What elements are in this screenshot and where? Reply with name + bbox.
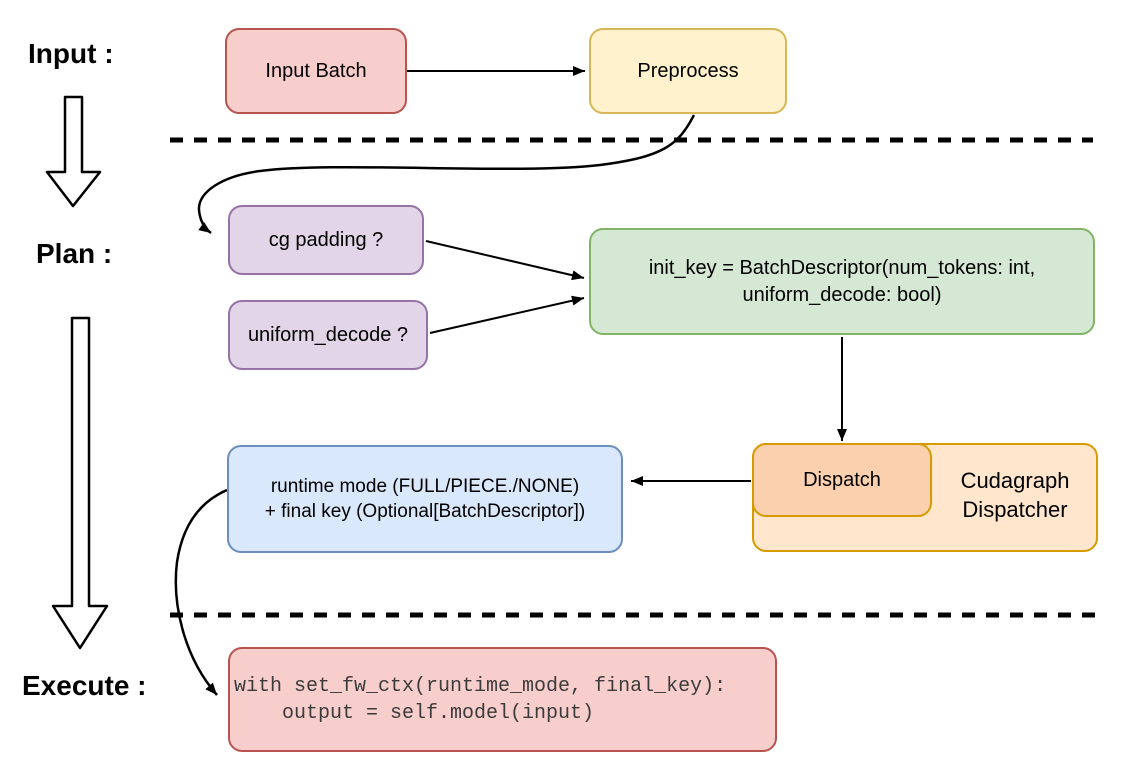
node-runtime-mode: runtime mode (FULL/PIECE./NONE) + final …: [227, 445, 623, 553]
node-dispatch: Dispatch: [752, 443, 932, 517]
node-preprocess: Preprocess: [589, 28, 787, 114]
node-init-key-line1: init_key = BatchDescriptor(num_tokens: i…: [648, 257, 1036, 280]
node-init-key-line2: uniform_decode: bool): [742, 283, 942, 306]
node-runtime-mode-line2: + final key (Optional[BatchDescriptor]): [264, 501, 586, 522]
node-init-key: init_key = BatchDescriptor(num_tokens: i…: [589, 228, 1095, 335]
node-cudagraph-dispatcher-line1: Cudagraph: [960, 468, 1070, 493]
node-cudagraph-dispatcher-line2: Dispatcher: [962, 497, 1068, 522]
node-cudagraph-dispatcher-label: Cudagraph Dispatcher: [932, 466, 1098, 524]
node-dispatch-label: Dispatch: [803, 468, 881, 491]
stage-label-plan: Plan :: [36, 238, 113, 269]
node-cg-padding: cg padding ?: [228, 205, 424, 275]
node-cg-padding-label: cg padding ?: [268, 228, 384, 251]
execute-code-line1: with set_fw_ctx(runtime_mode, final_key)…: [234, 674, 727, 698]
edge-uniform-decode-to-init-key: [429, 295, 585, 334]
plan-stage-arrow-icon: [51, 316, 109, 650]
edge-cg-padding-to-init-key: [425, 240, 585, 281]
node-execute-code: with set_fw_ctx(runtime_mode, final_key)…: [228, 647, 777, 752]
edge-runtime-mode-to-execute: [174, 488, 228, 696]
edge-preprocess-to-plan: [197, 114, 696, 235]
node-uniform-decode: uniform_decode ?: [228, 300, 428, 370]
node-runtime-mode-line1: runtime mode (FULL/PIECE./NONE): [270, 475, 580, 497]
node-input-batch-label: Input Batch: [265, 59, 367, 82]
node-uniform-decode-label: uniform_decode ?: [247, 323, 409, 346]
node-input-batch: Input Batch: [225, 28, 407, 114]
node-preprocess-label: Preprocess: [637, 59, 739, 82]
stage-label-input: Input :: [28, 38, 114, 69]
execute-code-line2: output = self.model(input): [234, 701, 595, 725]
stage-label-execute: Execute :: [22, 670, 147, 701]
input-stage-arrow-icon: [45, 95, 102, 208]
